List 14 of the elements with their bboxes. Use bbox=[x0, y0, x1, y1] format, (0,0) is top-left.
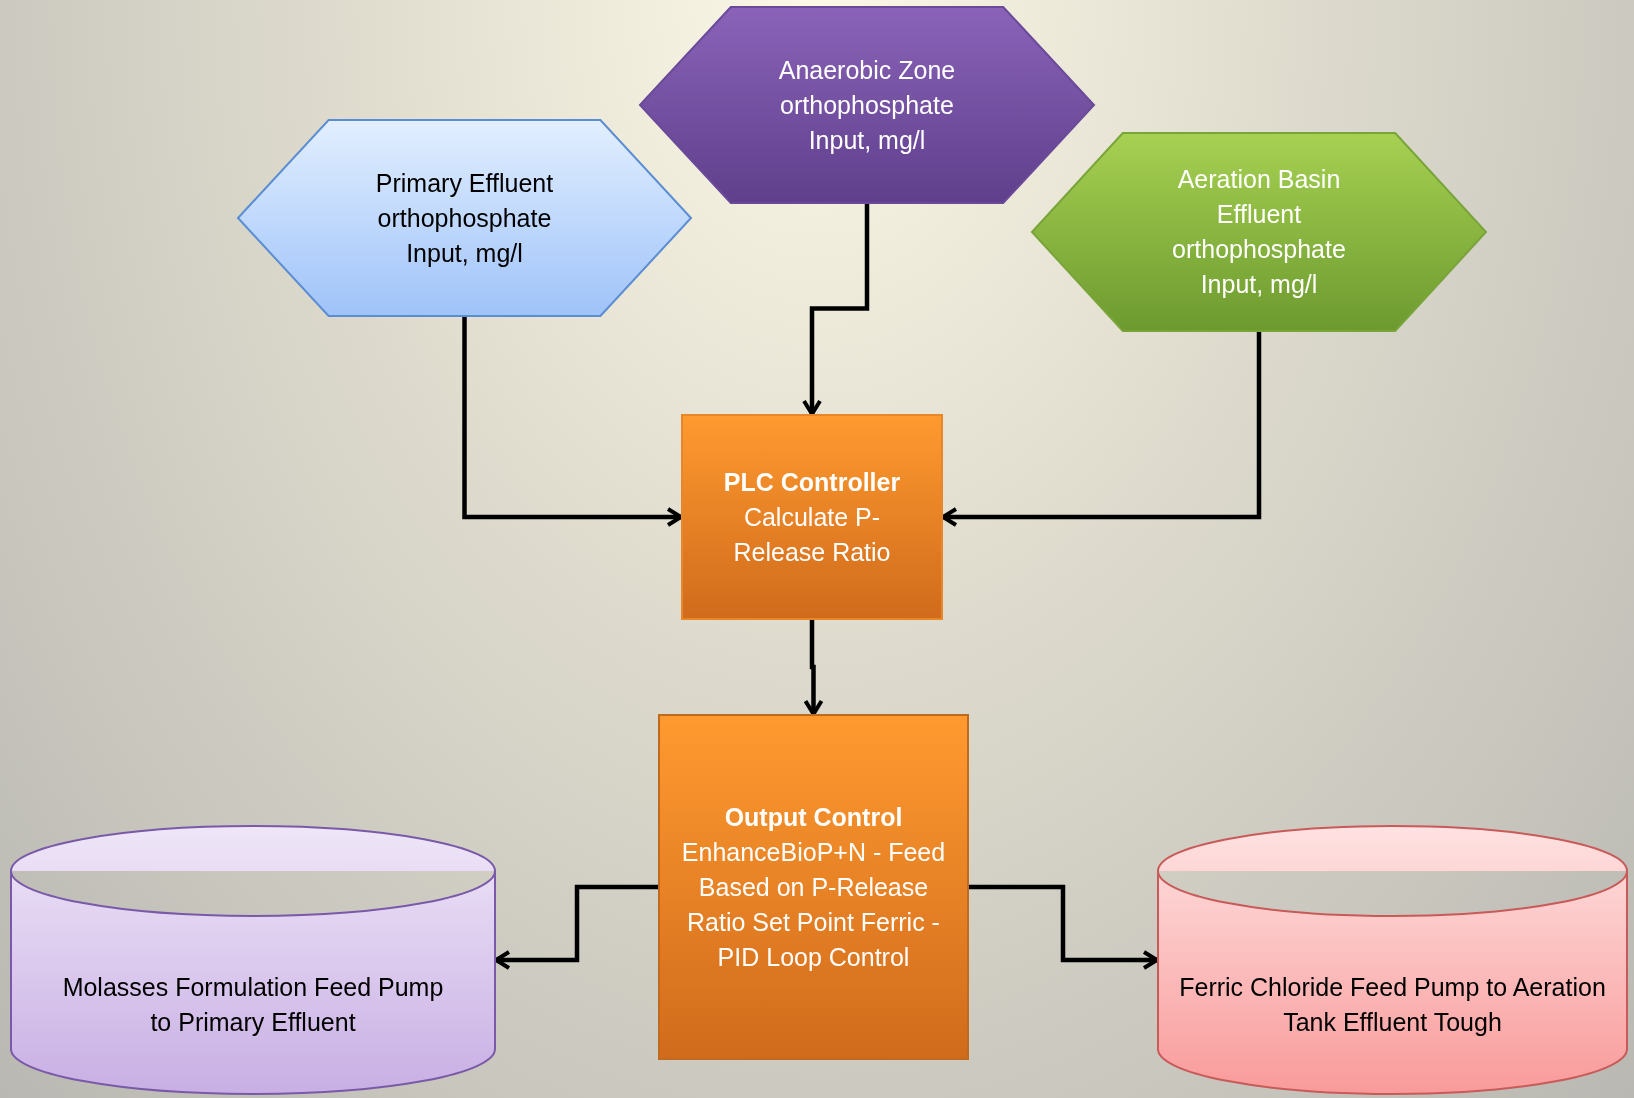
node-label: Aeration Basin Effluent orthophosphate Input, mg/l bbox=[1171, 164, 1347, 300]
arrow bbox=[803, 620, 824, 716]
node-heading: PLC Controller bbox=[723, 466, 901, 498]
node-label: Anaerobic Zone orthophosphate Input, mg/l bbox=[777, 54, 957, 156]
node-label: EnhanceBioP+N - Feed Based on P-Release Ratio Set Point Ferric - PID Loop Control bbox=[680, 836, 947, 973]
arrow bbox=[802, 203, 870, 416]
arrow bbox=[462, 316, 683, 527]
node-heading: Output Control bbox=[724, 801, 903, 833]
node-label: Molasses Formulation Feed Pump to Primary Effluent bbox=[61, 972, 445, 1038]
arrow bbox=[494, 884, 658, 970]
node-label: Calculate P-Release Ratio bbox=[732, 501, 892, 568]
node-label: Ferric Chloride Feed Pump to Aeration Tank Effluent Tough bbox=[1178, 972, 1607, 1038]
arrow bbox=[969, 884, 1159, 970]
node-label: Primary Effluent orthophosphate Input, mg/l bbox=[374, 167, 555, 269]
